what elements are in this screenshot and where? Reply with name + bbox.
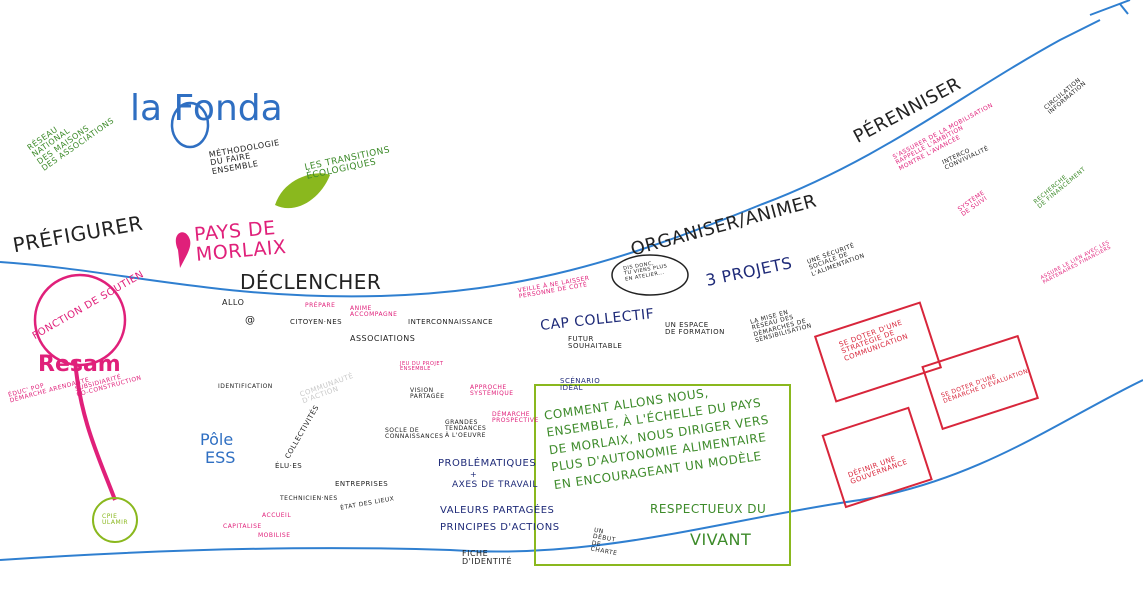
scenario-ideal-label: SCÉNARIO IDÉAL: [560, 377, 601, 393]
pays-de-morlaix-label: PAYS DE MORLAIX: [193, 216, 288, 266]
pole-label: Pôle: [200, 430, 234, 449]
prepare-label: PRÉPARE: [305, 302, 336, 309]
entreprises-label: ENTREPRISES: [335, 480, 389, 488]
central-question-line7: VIVANT: [690, 530, 752, 549]
problematiques-label: PROBLÉMATIQUES: [438, 458, 537, 469]
techniciennes-label: TECHNICIEN·NES: [280, 495, 338, 502]
capitalise-label: CAPITALISE: [223, 523, 262, 530]
demarche-prospective-label: DÉMARCHE PROSPECTIVE: [492, 411, 539, 425]
jeu-du-projet-label: JEU DU PROJET ENSEMBLE: [400, 361, 444, 373]
ess-label: ESS: [205, 448, 236, 467]
resam-label: Resam: [38, 352, 121, 377]
vision-label: VISION PARTAGÉE: [410, 387, 445, 401]
elus-label: ÉLU·ES: [275, 462, 303, 470]
socle-label: SOCLE DE CONNAISSANCES: [385, 427, 444, 441]
valeurs-partagees-label: VALEURS PARTAGÉES: [440, 505, 555, 516]
grandes-tendances-label: GRANDES TENDANCES À L'OEUVRE: [445, 419, 487, 439]
approche-label: APPROCHE SYSTÉMIQUE: [470, 384, 514, 398]
espace-formation-label: UN ESPACE DE FORMATION: [665, 321, 725, 337]
principes-actions-label: PRINCIPES D'ACTIONS: [440, 522, 560, 533]
associations-label: ASSOCIATIONS: [350, 334, 416, 343]
plus-sign: +: [470, 470, 478, 479]
central-question-line6: RESPECTUEUX DU: [650, 502, 767, 516]
mobilise-label: MOBILISE: [258, 532, 291, 539]
debut-charte-label: UN DÉBUT DE CHARTE: [590, 526, 618, 558]
at-icon: @: [245, 315, 255, 326]
anime-label: ANIME ACCOMPAGNE: [350, 305, 398, 319]
cpie-ulamir-label: CPIE ULAMIR: [102, 513, 129, 527]
identification-label: IDENTIFICATION: [218, 383, 273, 390]
fiche-identite-label: FICHE D'IDENTITÉ: [462, 549, 513, 567]
phase-declencher: DÉCLENCHER: [240, 270, 382, 294]
interconnaissance-label: INTERCONNAISSANCE: [408, 318, 494, 326]
allo-label: ALLO: [222, 298, 245, 307]
futur-souhaitable-label: FUTUR SOUHAITABLE: [568, 335, 623, 351]
axes-de-travail-label: AXES DE TRAVAIL: [452, 480, 538, 490]
accueil-label: ACCUEIL: [262, 512, 292, 519]
la-fonda-logo: la Fonda: [130, 88, 283, 129]
citoyennes-label: CITOYEN·NES: [290, 318, 343, 326]
